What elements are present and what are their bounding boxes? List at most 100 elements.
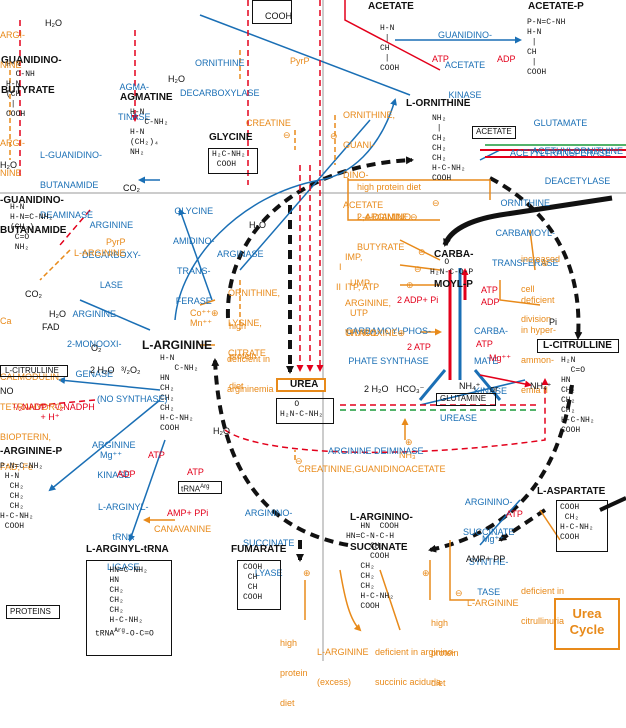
half-o2: ³/₂O₂ — [121, 365, 141, 375]
blue-glutamate-branch — [418, 369, 447, 401]
plus-nh3: ⊕ — [405, 437, 413, 447]
arginine-excess-label: L-ARGININE (excess) — [317, 647, 369, 687]
mg-synthetase: Mg⁺⁺ — [482, 534, 505, 544]
urea-cycle-diagram: Urea Cycle ACETATE ACETATE-P H-N |CH |CO… — [0, 0, 626, 708]
no-synthase-label: (NO SYNTHASE) — [97, 394, 168, 404]
arginine-kinase-label: ARGININE KINASE — [92, 440, 136, 480]
imp-itp-label: IMP, ITP, ATP — [345, 252, 380, 292]
arginine-b-label: L-ARGININE — [357, 212, 409, 222]
orange-increased-division — [529, 229, 536, 271]
blue-monooxygenase — [79, 299, 151, 331]
glutamine-label: GLUTAMINE — [440, 394, 487, 403]
two-h2o-left: 2 H₂O — [90, 365, 115, 375]
atp-top: ATP — [432, 54, 449, 64]
high-protein-diet-b: high protein diet — [229, 321, 257, 391]
high-protein-diet-c: high protein diet — [280, 638, 308, 708]
minus-imp: ⊖ — [418, 247, 426, 257]
adp-arginine-kinase: ADP — [117, 469, 136, 479]
no-label: NO — [0, 386, 14, 396]
guanidinobutanamide-deaminase-label: L-GUANIDINO- BUTANAMIDE DEAMINASE — [40, 150, 103, 220]
arginine-mid-left: ARGI- NINE — [0, 138, 26, 178]
blue-succinate-synthetase — [479, 499, 521, 546]
plus-aciduria: ⊕ — [422, 568, 430, 578]
arginine-c-label: L-ARGININE — [467, 598, 519, 608]
cycle-arc-arginine-to-ornithine — [225, 156, 414, 319]
top-compound-box — [252, 0, 292, 24]
two-adp-pi: 2 ADP+ Pi — [397, 295, 439, 305]
nadp-label: ¹/₂NADP⁺ ¹/₂NADPH + H⁺ — [13, 402, 95, 422]
fumarate-label: FUMARATE — [231, 544, 287, 555]
orange-co-mn — [199, 299, 216, 306]
roman-one: I — [339, 262, 342, 272]
acetylornithine-deacetylase-label: ACETHYLORNITHINE DEACETYLASE — [532, 146, 624, 186]
arginine-main-label: L-ARGININE — [142, 338, 212, 352]
argininosuccinate-label: L-ARGININO- SUCCINATE — [350, 512, 413, 553]
glutamate-acetyltransferase-label: GLUTAMATE ACETYLTRANSFERASE — [510, 118, 611, 158]
arginine-deiminase-label: ARGININE DEIMINASE — [328, 446, 424, 456]
ornithine-lysine-citrate-label: ORNITHINE, LYSINE, CITRATE — [228, 288, 281, 358]
ornithine-carbamoyltransferase-label: ORNITHINE CARBAMOYL- TRANSFERASE — [492, 198, 559, 268]
creatine-label: CREATINE — [246, 118, 291, 128]
deficient-hyperammonemia-label: deficient in hyper- ammon- emia II — [521, 295, 557, 395]
h2o-top-left: H₂O — [45, 18, 62, 28]
minus-ornithine: ⊖ — [330, 131, 338, 141]
trna-label: tRNAArg — [181, 484, 210, 494]
minus-arginine-c: ⊖ — [455, 588, 463, 598]
arginine-p-label: -ARGININE-P — [0, 446, 63, 457]
acetate-label: ACETATE — [368, 1, 414, 12]
plus-fumarate: ⊕ — [303, 568, 311, 578]
acetate-formula: H-N |CH |COOH — [380, 24, 400, 73]
guanidinoacetate-kinase-label: GUANIDINO- ACETATE KINASE — [438, 30, 492, 100]
glutamine-box — [436, 393, 496, 406]
orange-arginine-excess — [339, 569, 362, 632]
agmatine-label: AGMATINE — [120, 92, 173, 103]
blue-urease-line — [419, 379, 526, 406]
minus-creatinine: ⊖ — [295, 456, 303, 466]
minus-arginine-b: ⊖ — [410, 212, 418, 222]
nh4-right: NH₄⁺ — [530, 381, 552, 391]
deficient-argininemia-label: deficient in argininemia — [227, 354, 274, 394]
pyrp-decarbox: PyrP — [106, 237, 126, 247]
blue-arginase-ornithine — [239, 119, 371, 271]
urease-label: UREASE — [440, 413, 478, 423]
red-arginine-decarbox — [59, 209, 91, 246]
red-dashed-deiminase — [224, 378, 549, 454]
h2o-left-c: H₂O — [49, 309, 66, 319]
blue-ornithine-carbamoyl — [479, 149, 501, 161]
ornithine-guanidinoacetate-label: ORNITHINE, GUANI- DINO- ACETATE — [343, 110, 396, 210]
trna-box — [178, 481, 222, 494]
plus-arginine: ⊕ — [406, 280, 414, 290]
deficient-citrullinuria-label: deficient in citrullinuria — [521, 586, 565, 626]
citrulline-box — [537, 339, 619, 353]
high-protein-diet-a: high protein diet — [357, 182, 422, 192]
carbamoyl-p-label: CARBA- MOYL-P — [434, 249, 474, 290]
calmodulin-label: Ca CALMODULIN, TETRAHYDRO- BIOPTERIN, FA… — [0, 316, 65, 472]
orange-diamino — [347, 178, 440, 221]
ump-utp-label: UMP, UTP — [350, 278, 372, 318]
guanidinobutanamide-label: -GUANIDINO- BUTANAMIDE — [0, 195, 67, 236]
adp-carbamate: ADP — [481, 297, 500, 307]
orange-aciduria — [379, 569, 401, 631]
blue-no-synthase — [58, 377, 161, 391]
atp-carbamate-2: ATP — [476, 339, 493, 349]
carbamoyl-to-ornithine — [442, 195, 613, 247]
arginine-top-left: ARGI- NINE — [0, 30, 26, 70]
orange-imp — [399, 239, 441, 261]
adp-top: ADP — [497, 54, 516, 64]
two-atp: 2 ATP — [407, 342, 431, 352]
guanidinobutyrate-label: GUANIDINO- BUTYRATE — [1, 55, 62, 96]
diamino-butyrate-label: 2,4-DIAMINO BUTYRATE — [357, 212, 412, 252]
carbamate-kinase-label: CARBA- MATE KINASE — [474, 326, 509, 396]
blue-ornithine-decarboxylase — [199, 14, 411, 96]
ornithine-decarboxylase-label: ORNITHINE DECARBOXYLASE — [180, 58, 260, 98]
carbamoyl-synthase-label: CARBAMOYLPHOS- PHATE SYNTHASE — [346, 326, 432, 366]
o2-left: O₂ — [91, 343, 102, 353]
